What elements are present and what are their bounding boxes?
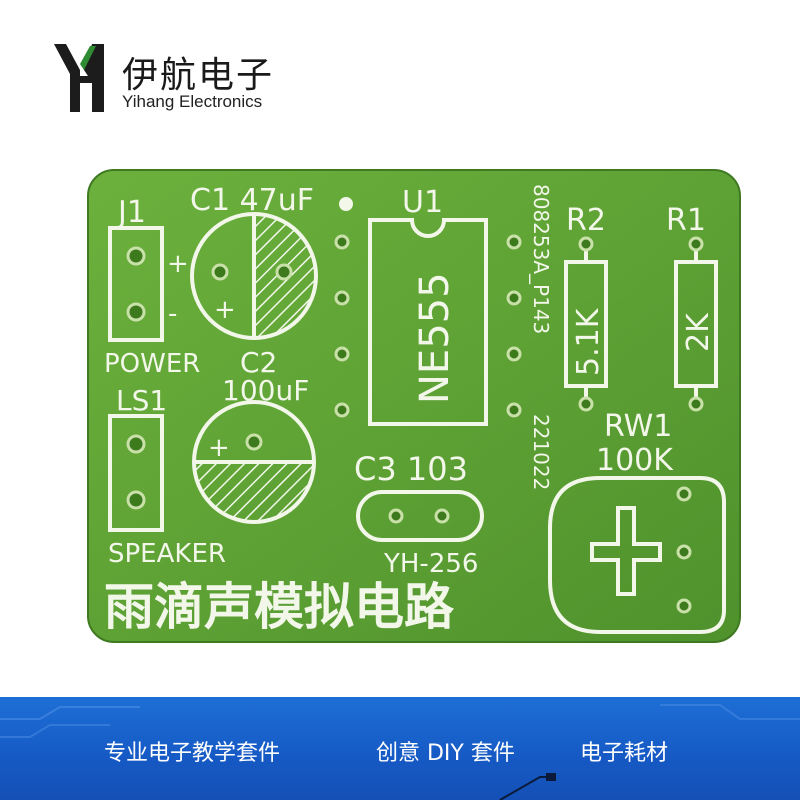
- pad: [506, 346, 522, 362]
- pad: [676, 598, 692, 614]
- j1-minus: -: [168, 299, 177, 329]
- c3-outline: [356, 490, 484, 542]
- u1-outline: [368, 218, 488, 426]
- pcb-board: J1 + - POWER C1 47uF + C2 100uF + LS1 SP…: [87, 169, 741, 643]
- yihang-logo-icon: [54, 44, 104, 112]
- c2-hatch: [194, 462, 314, 522]
- pad: [676, 544, 692, 560]
- date-code: 221022: [529, 414, 553, 490]
- label-u1: U1: [402, 185, 443, 220]
- label-rw1-value: 100K: [596, 443, 674, 478]
- pad: [578, 236, 594, 252]
- label-c3: C3 103: [354, 450, 468, 488]
- circuit-trace-decoration: [0, 704, 800, 800]
- rw1-knob-cross: [590, 506, 662, 596]
- banner-item-teaching-kit: 专业电子教学套件: [104, 741, 281, 766]
- label-ne555: NE555: [412, 272, 458, 404]
- pad: [688, 396, 704, 412]
- pad: [506, 402, 522, 418]
- c1-polarity-dot: [339, 197, 353, 211]
- pad: [126, 490, 146, 510]
- banner-items: 专业电子教学套件 创意 DIY 套件 电子耗材: [0, 735, 800, 766]
- banner-item-consumables: 电子耗材: [580, 741, 669, 766]
- label-j1: J1: [116, 195, 146, 230]
- label-ls1: LS1: [116, 384, 167, 417]
- label-power: POWER: [104, 349, 200, 379]
- j1-plus: +: [167, 249, 189, 279]
- pad: [245, 433, 263, 451]
- r2-value: 5.1K: [571, 307, 606, 376]
- pad: [334, 234, 350, 250]
- pad: [434, 508, 450, 524]
- pad: [578, 396, 594, 412]
- pad: [126, 434, 146, 454]
- label-r2: R2: [566, 203, 606, 238]
- label-speaker: SPEAKER: [108, 539, 226, 569]
- pad: [275, 263, 293, 281]
- pad: [506, 290, 522, 306]
- c2-plus: +: [208, 433, 230, 463]
- pad: [334, 346, 350, 362]
- brand-name-en: Yihang Electronics: [122, 92, 263, 111]
- rw1-outline: [548, 476, 726, 634]
- board-title: 雨滴声模拟电路: [104, 578, 455, 636]
- j1-connector: [108, 226, 164, 342]
- pad: [688, 236, 704, 252]
- r1-value: 2K: [681, 312, 716, 352]
- pad: [388, 508, 404, 524]
- ls1-connector: [108, 414, 164, 532]
- label-c2: C2: [240, 346, 277, 379]
- pad: [211, 263, 229, 281]
- pad: [126, 246, 146, 266]
- pad: [676, 486, 692, 502]
- label-r1: R1: [666, 203, 706, 238]
- serial-number: 808253A_P143: [529, 184, 553, 334]
- pad: [334, 402, 350, 418]
- pad: [506, 234, 522, 250]
- model-number: YH-256: [383, 549, 478, 579]
- bottom-banner: 专业电子教学套件 创意 DIY 套件 电子耗材: [0, 697, 800, 800]
- pcb-outline: [87, 169, 741, 643]
- pad: [334, 290, 350, 306]
- label-rw1: RW1: [604, 409, 672, 444]
- banner-item-diy-kit: 创意 DIY 套件: [376, 741, 515, 766]
- brand-name-cn: 伊航电子: [122, 55, 275, 96]
- c1-plus: +: [214, 295, 236, 325]
- pad: [126, 302, 146, 322]
